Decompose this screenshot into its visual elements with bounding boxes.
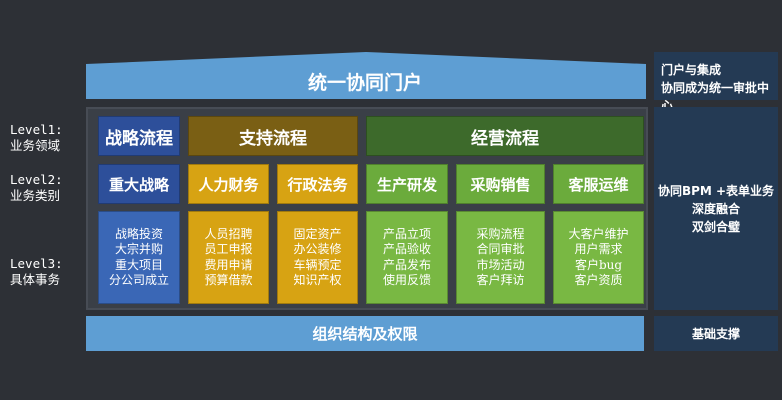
level1-support: 支持流程: [188, 116, 358, 156]
level3-hr-items: 人员招聘 员工申报 费用申请 预算借款: [188, 211, 269, 304]
level3-item: 市场活动: [476, 257, 525, 272]
level3-item: 大客户维护: [568, 226, 629, 241]
level3-item: 办公装修: [293, 242, 342, 256]
side-base-panel: 基础支撑: [654, 316, 778, 351]
level3-item: 产品立项: [382, 226, 431, 241]
side-portal-panel: 门户与集成 协同成为统一审批中心: [654, 52, 778, 113]
level3-label: Level3: 具体事务: [10, 256, 63, 288]
level3-production-items: 产品立项 产品验收 产品发布 使用反馈: [366, 211, 448, 304]
level3-item: 员工申报: [204, 242, 253, 256]
level3-item: 用户需求: [574, 242, 623, 256]
level1-label-line2: 业务领域: [10, 138, 61, 153]
level3-item: 分公司成立: [108, 273, 169, 287]
level3-item: 战略投资: [114, 226, 163, 241]
side-bpm-panel: 协同BPM +表单业务 深度融合 双剑合璧: [654, 107, 778, 310]
level2-major-strategy: 重大战略: [98, 164, 180, 204]
level3-item: 重大项目: [114, 257, 163, 272]
level2-hr-finance: 人力财务: [188, 164, 269, 204]
level3-item: 合同审批: [476, 242, 525, 256]
level3-item: 客户bug: [574, 257, 623, 272]
foundation-bar: 组织结构及权限: [86, 316, 644, 351]
portal-title: 统一协同门户: [307, 71, 422, 94]
side-bpm-line1: 协同BPM +表单业务: [657, 183, 775, 198]
level1-operations: 经营流程: [366, 116, 644, 156]
level3-strategy-items: 战略投资 大宗并购 重大项目 分公司成立: [98, 211, 180, 304]
side-bpm-line3: 双剑合璧: [691, 219, 740, 234]
level3-item: 产品发布: [382, 257, 431, 272]
level3-item: 固定资产: [293, 226, 342, 241]
level2-procurement-sales: 采购销售: [456, 164, 545, 204]
level3-item: 使用反馈: [382, 273, 431, 287]
level2-admin-legal: 行政法务: [277, 164, 358, 204]
side-bpm-line2: 深度融合: [691, 201, 740, 216]
level3-label-line2: 具体事务: [10, 272, 61, 287]
level3-admin-items: 固定资产 办公装修 车辆预定 知识产权: [277, 211, 358, 304]
level2-customer-service: 客服运维: [553, 164, 644, 204]
roof-shape: [86, 52, 646, 99]
level3-item: 车辆预定: [293, 257, 342, 272]
level1-strategy: 战略流程: [98, 116, 180, 156]
level3-item: 大宗并购: [114, 242, 163, 256]
level3-item: 知识产权: [293, 273, 342, 287]
level3-item: 客户拜访: [476, 273, 525, 287]
level3-procurement-items: 采购流程 合同审批 市场活动 客户拜访: [456, 211, 545, 304]
level3-service-items: 大客户维护 用户需求 客户bug 客户资质: [553, 211, 644, 304]
level2-label: Level2: 业务类别: [10, 172, 63, 204]
level3-item: 预算借款: [204, 273, 253, 287]
level2-label-line1: Level2:: [10, 172, 63, 187]
level3-item: 人员招聘: [204, 226, 253, 241]
level3-label-line1: Level3:: [10, 256, 63, 271]
level1-label: Level1: 业务领域: [10, 122, 63, 154]
level3-item: 采购流程: [476, 226, 525, 241]
level3-item: 产品验收: [382, 242, 431, 256]
side-portal-line1: 门户与集成: [661, 63, 722, 77]
level3-item: 客户资质: [574, 273, 623, 287]
level2-label-line2: 业务类别: [10, 188, 61, 203]
level2-production-rd: 生产研发: [366, 164, 448, 204]
level1-label-line1: Level1:: [10, 122, 63, 137]
level3-item: 费用申请: [204, 257, 253, 272]
